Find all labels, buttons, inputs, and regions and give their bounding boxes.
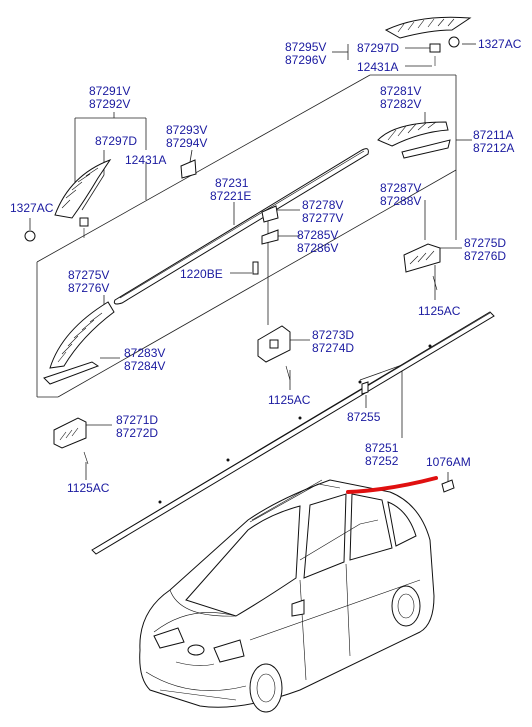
part-label-87292V: 87292V: [89, 97, 131, 111]
part-label-87273D: 87273D: [312, 328, 355, 342]
part-label-87285V: 87285V: [297, 228, 339, 242]
part-label-1125AC-bottom: 1125AC: [67, 481, 110, 495]
part-label-87296V: 87296V: [285, 53, 327, 67]
part-label-87275D: 87275D: [464, 236, 507, 250]
part-label-87251: 87251: [365, 441, 399, 455]
part-label-87271D: 87271D: [116, 413, 159, 427]
part-label-1125AC-mid: 1125AC: [268, 393, 311, 407]
leader-lines: [29, 43, 476, 482]
part-label-87282V: 87282V: [380, 97, 422, 111]
part-label-87276D: 87276D: [464, 249, 507, 263]
part-label-87288V: 87288V: [380, 194, 422, 208]
bracket-87271D: [53, 417, 89, 465]
bracket-87278: [252, 205, 279, 275]
cover-right-front: [377, 121, 451, 159]
part-label-87252: 87252: [365, 454, 399, 468]
red-pointer-line: [346, 476, 438, 494]
part-label-12431A-left: 12431A: [125, 153, 167, 167]
part-label-87287V: 87287V: [380, 181, 422, 195]
part-label-87297D-top: 87297D: [357, 41, 400, 55]
part-label-87274D: 87274D: [312, 341, 355, 355]
part-label-12431A-top: 12431A: [357, 60, 399, 74]
part-label-87211A: 87211A: [473, 128, 514, 142]
part-label-87291V: 87291V: [89, 84, 131, 98]
part-label-1327AC-top: 1327AC: [478, 37, 522, 51]
part-label-87297D-left: 87297D: [95, 134, 138, 148]
part-label-1125AC-right: 1125AC: [418, 304, 461, 318]
part-label-1076AM: 1076AM: [426, 455, 471, 469]
part-label-87255: 87255: [347, 410, 381, 424]
cap-87293: [180, 159, 197, 179]
part-label-87284V: 87284V: [124, 359, 166, 373]
part-label-87295V: 87295V: [285, 40, 327, 54]
part-label-87281V: 87281V: [380, 84, 422, 98]
part-label-87231: 87231: [215, 176, 249, 190]
part-label-87272D: 87272D: [116, 426, 159, 440]
rail-bar: [113, 148, 369, 305]
bracket-87273D: [257, 325, 291, 381]
cover-left-front: [43, 301, 115, 385]
part-label-87277V: 87277V: [302, 211, 344, 225]
car-illustration: [139, 479, 435, 713]
bracket-87275D: [403, 243, 441, 291]
fasteners: [24, 230, 455, 493]
part-label-87276V: 87276V: [68, 281, 110, 295]
part-label-1220BE: 1220BE: [180, 267, 223, 281]
part-label-87275V: 87275V: [68, 268, 110, 282]
cover-left: [54, 158, 112, 238]
clip-87255: [361, 381, 369, 395]
roof-molding: [91, 311, 495, 555]
part-label-87294V: 87294V: [166, 136, 208, 150]
part-label-87212A: 87212A: [473, 141, 515, 155]
cover-top-right: [384, 16, 472, 66]
part-label-87286V: 87286V: [297, 241, 339, 255]
part-label-87293V: 87293V: [166, 123, 208, 137]
part-label-87221E: 87221E: [210, 189, 252, 203]
part-label-87278V: 87278V: [302, 198, 344, 212]
part-label-87283V: 87283V: [124, 346, 166, 360]
part-label-1327AC-left: 1327AC: [10, 201, 54, 215]
